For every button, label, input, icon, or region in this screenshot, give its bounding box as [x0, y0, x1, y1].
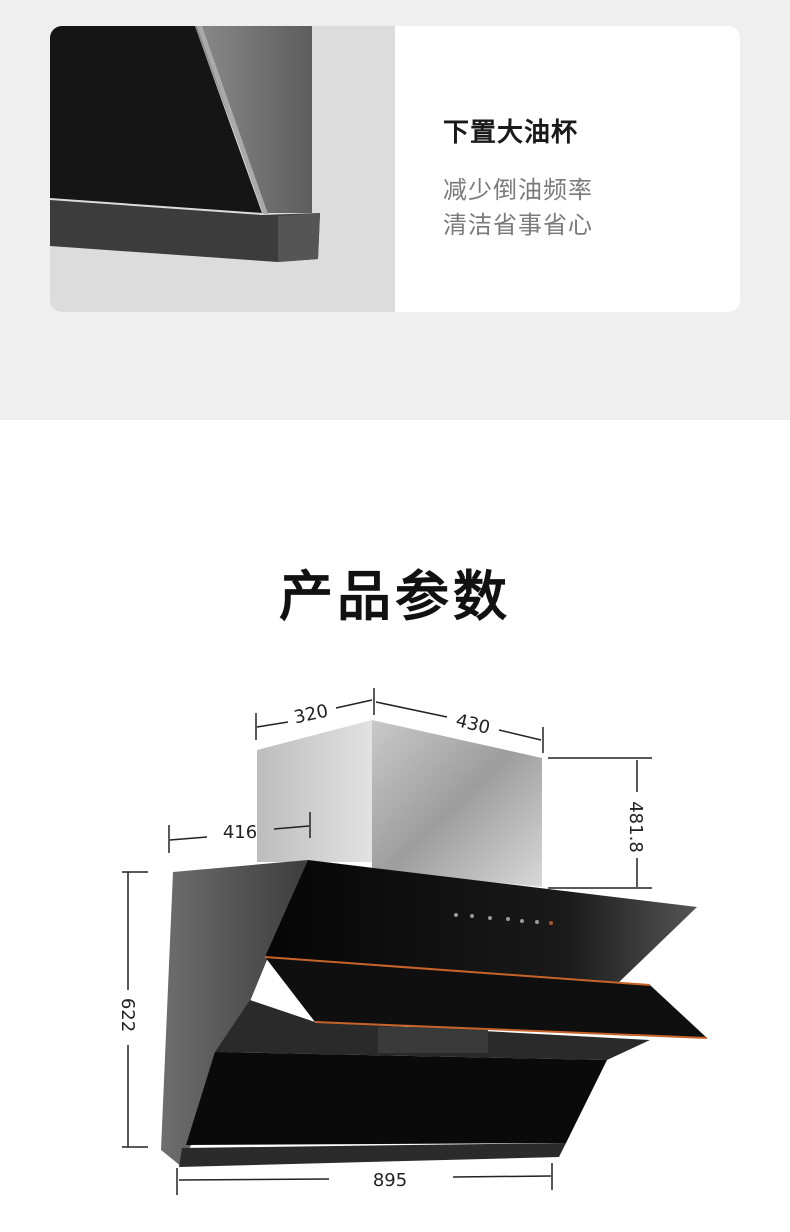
oil-cup-product-image	[50, 26, 395, 312]
side-panel	[161, 860, 308, 1167]
control-panel-buttons	[454, 913, 553, 925]
dimension-lines	[122, 688, 652, 1195]
feature-line: 清洁省事省心	[443, 211, 593, 239]
duct-front-face	[372, 720, 542, 887]
trim-lower	[314, 1021, 708, 1039]
grease-filter	[378, 1027, 488, 1053]
hood-illustration	[161, 720, 708, 1167]
bottom-rail	[179, 1143, 566, 1167]
body-height-label: 622	[117, 998, 138, 1032]
duct-left-face	[257, 720, 372, 862]
lower-flap	[265, 957, 707, 1038]
feature-section: 下置大油杯 减少倒油频率 清洁省事省心	[0, 0, 790, 420]
feature-card: 下置大油杯 减少倒油频率 清洁省事省心	[50, 26, 740, 312]
duct-width-label: 430	[454, 710, 492, 739]
duct-depth-label: 320	[292, 701, 330, 729]
duct-height-label: 481.8	[625, 801, 646, 853]
top-glass-panel	[265, 860, 697, 985]
trim-upper	[264, 956, 651, 986]
body-width-label: 895	[373, 1170, 407, 1191]
feature-line: 减少倒油频率	[443, 176, 593, 204]
lower-glass-panel	[186, 1052, 607, 1145]
feature-title: 下置大油杯	[443, 118, 579, 148]
section-title: 产品参数	[279, 565, 511, 628]
side-depth-label: 416	[223, 822, 257, 843]
